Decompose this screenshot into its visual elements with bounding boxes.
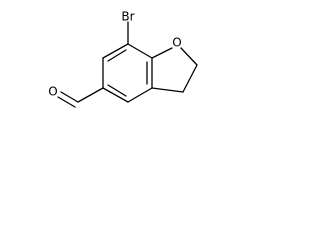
- bond-c5-c4: [102, 87, 129, 103]
- structure-drawing: Br O O: [48, 10, 198, 108]
- bond-c4-c3a: [127, 87, 153, 103]
- bond-cho-o: [60, 91, 79, 103]
- atom-labels: Br O O: [48, 10, 181, 99]
- bond-c7a-c7: [127, 43, 153, 59]
- bond-c7a-o1: [151, 47, 173, 59]
- bonds: [57, 21, 198, 108]
- double-bond-c7-c6: [107, 49, 127, 62]
- double-bond-cho-o: [57, 96, 76, 108]
- bond-c5-cho: [77, 87, 104, 103]
- ring-oxygen-label: O: [172, 36, 181, 50]
- bond-o1-c2: [180, 47, 198, 66]
- bromine-label: Br: [121, 10, 134, 24]
- double-bond-c5-c4: [107, 84, 127, 97]
- bond-c7-c6: [102, 43, 129, 59]
- bond-c3-c3a: [151, 87, 184, 93]
- bond-c2-c3: [182, 64, 198, 93]
- aldehyde-oxygen-label: O: [48, 85, 57, 99]
